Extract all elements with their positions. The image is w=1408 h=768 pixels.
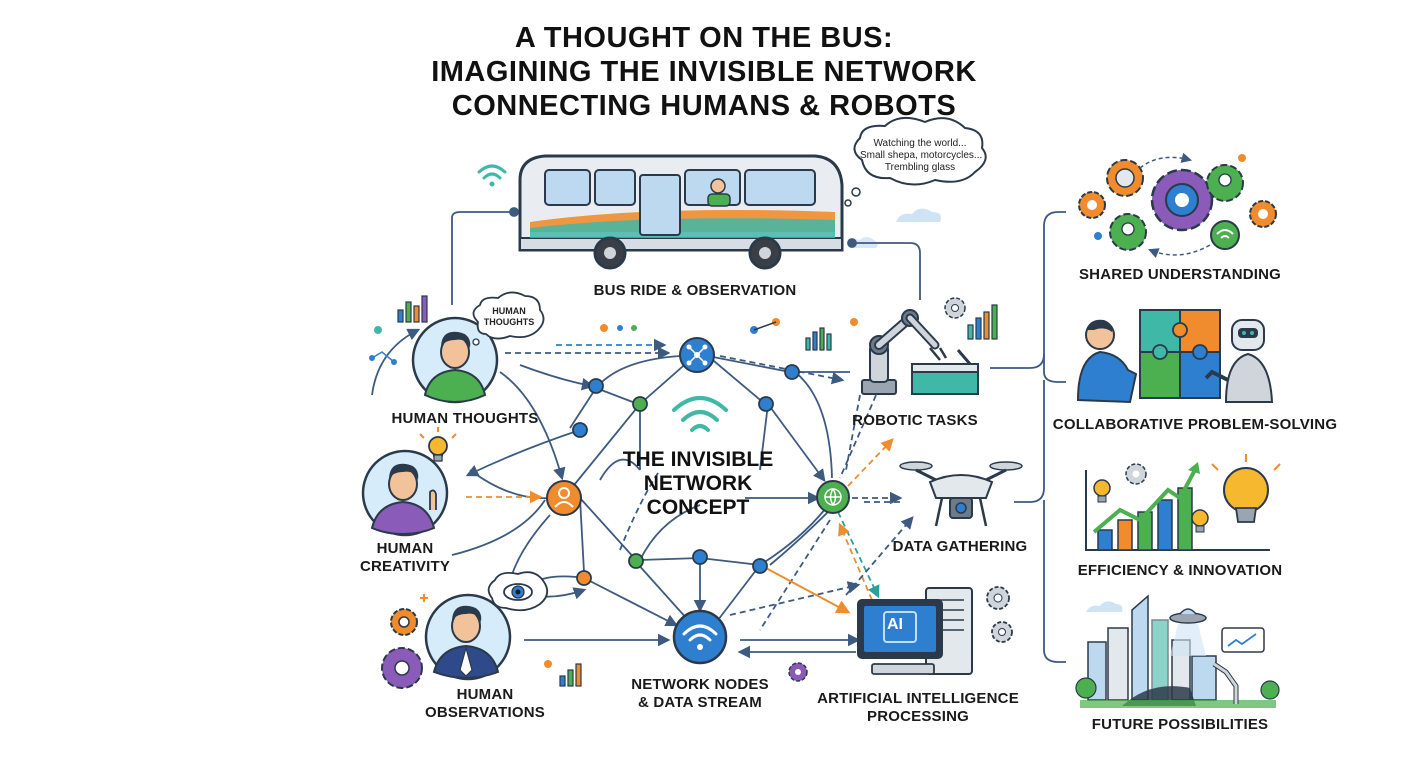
gear-icon: [788, 662, 808, 682]
gear-icon: [381, 647, 423, 689]
creativity-avatar: [361, 449, 449, 537]
bus-thought-line: Small shepa, motorcycles...: [860, 150, 983, 161]
network-edges: [371, 328, 861, 659]
hub-node: [679, 337, 715, 373]
gear-icon: [390, 608, 418, 636]
label-line: PROCESSING: [866, 708, 970, 725]
observations-avatar: [424, 593, 512, 681]
bus-thought-line: Watching the world...: [873, 138, 967, 149]
data-gathering-label: DATA GATHERING: [892, 538, 1028, 555]
bus-thought-text: Watching the world... Small shepa, motor…: [860, 138, 983, 174]
bus-thought-line: Trembling glass: [884, 162, 956, 173]
bubble-line: THOUGHTS: [483, 317, 535, 327]
central-concept-label: THE INVISIBLE NETWORK CONCEPT: [598, 448, 798, 520]
bar-chart-icon: [805, 327, 832, 351]
efficiency-innovation-label: EFFICIENCY & INNOVATION: [1077, 562, 1283, 579]
network-nodes: [572, 364, 800, 586]
wifi-node: [672, 609, 728, 665]
globe-node: [816, 480, 850, 514]
human-observations-label: HUMAN OBSERVATIONS: [420, 686, 550, 722]
label-line: HUMAN: [456, 686, 514, 703]
future-city-illustration: [1075, 594, 1280, 708]
title-line-3: CONNECTING HUMANS & ROBOTS: [451, 90, 957, 122]
shared-understanding-gears: [1078, 152, 1277, 258]
wifi-icon: [477, 164, 507, 187]
human-creativity-label: HUMAN CREATIVITY: [350, 540, 460, 576]
human-thoughts-label: HUMAN THOUGHTS: [391, 410, 539, 427]
title-line-1: A THOUGHT ON THE BUS:: [514, 22, 894, 54]
orange-stream-arrow: [763, 566, 851, 614]
collaborative-problem-solving-label: COLLABORATIVE PROBLEM-SOLVING: [1052, 416, 1338, 433]
future-possibilities-label: FUTURE POSSIBILITIES: [1091, 716, 1269, 733]
lightbulb-icon: [419, 427, 457, 462]
robot-arm-illustration: [861, 309, 979, 395]
drone-illustration: [899, 461, 1023, 527]
cloud-icon: [896, 208, 941, 222]
label-line: CREATIVITY: [359, 558, 451, 575]
connector-lines: [451, 207, 1066, 663]
central-wifi-icon: [672, 396, 728, 432]
shared-understanding-label: SHARED UNDERSTANDING: [1078, 266, 1282, 283]
dashed-arrows: [466, 338, 914, 631]
network-nodes-label: NETWORK NODES & DATA STREAM: [620, 676, 780, 712]
gear-icon: [991, 621, 1013, 643]
bar-chart-icon: [397, 295, 428, 323]
eye-thought-icon: [487, 571, 549, 612]
bus-illustration: [518, 154, 844, 270]
collaboration-puzzle: [1076, 309, 1274, 404]
decorative-dots: [369, 318, 858, 668]
title-line-2: IMAGINING THE INVISIBLE NETWORK: [431, 56, 977, 88]
robotic-tasks-label: ROBOTIC TASKS: [852, 412, 978, 429]
concept-line: CONCEPT: [646, 496, 750, 519]
bubble-line: HUMAN: [492, 306, 526, 316]
concept-line: THE INVISIBLE: [622, 448, 774, 471]
bar-chart-icon: [967, 304, 998, 340]
human-thoughts-bubble-text: HUMAN THOUGHTS: [480, 306, 538, 328]
label-line: NETWORK NODES: [631, 676, 769, 693]
label-line: & DATA STREAM: [638, 694, 762, 711]
concept-line: NETWORK: [643, 472, 753, 495]
user-node: [546, 480, 582, 516]
gear-icon: [944, 297, 966, 319]
label-line: HUMAN: [376, 540, 434, 557]
ai-processing-label: ARTIFICIAL INTELLIGENCE PROCESSING: [808, 690, 1028, 726]
ai-badge: AI: [887, 616, 903, 633]
label-line: OBSERVATIONS: [425, 704, 545, 721]
bar-chart-icon: [559, 663, 582, 687]
human-thoughts-bubble: [472, 291, 545, 346]
bus-label: BUS RIDE & OBSERVATION: [593, 282, 797, 299]
gear-icon: [986, 586, 1010, 610]
efficiency-growth-chart: [1085, 454, 1281, 551]
bus-thought-cloud: [844, 116, 987, 207]
ai-computer-illustration: [857, 587, 973, 675]
label-line: ARTIFICIAL INTELLIGENCE: [817, 690, 1019, 707]
